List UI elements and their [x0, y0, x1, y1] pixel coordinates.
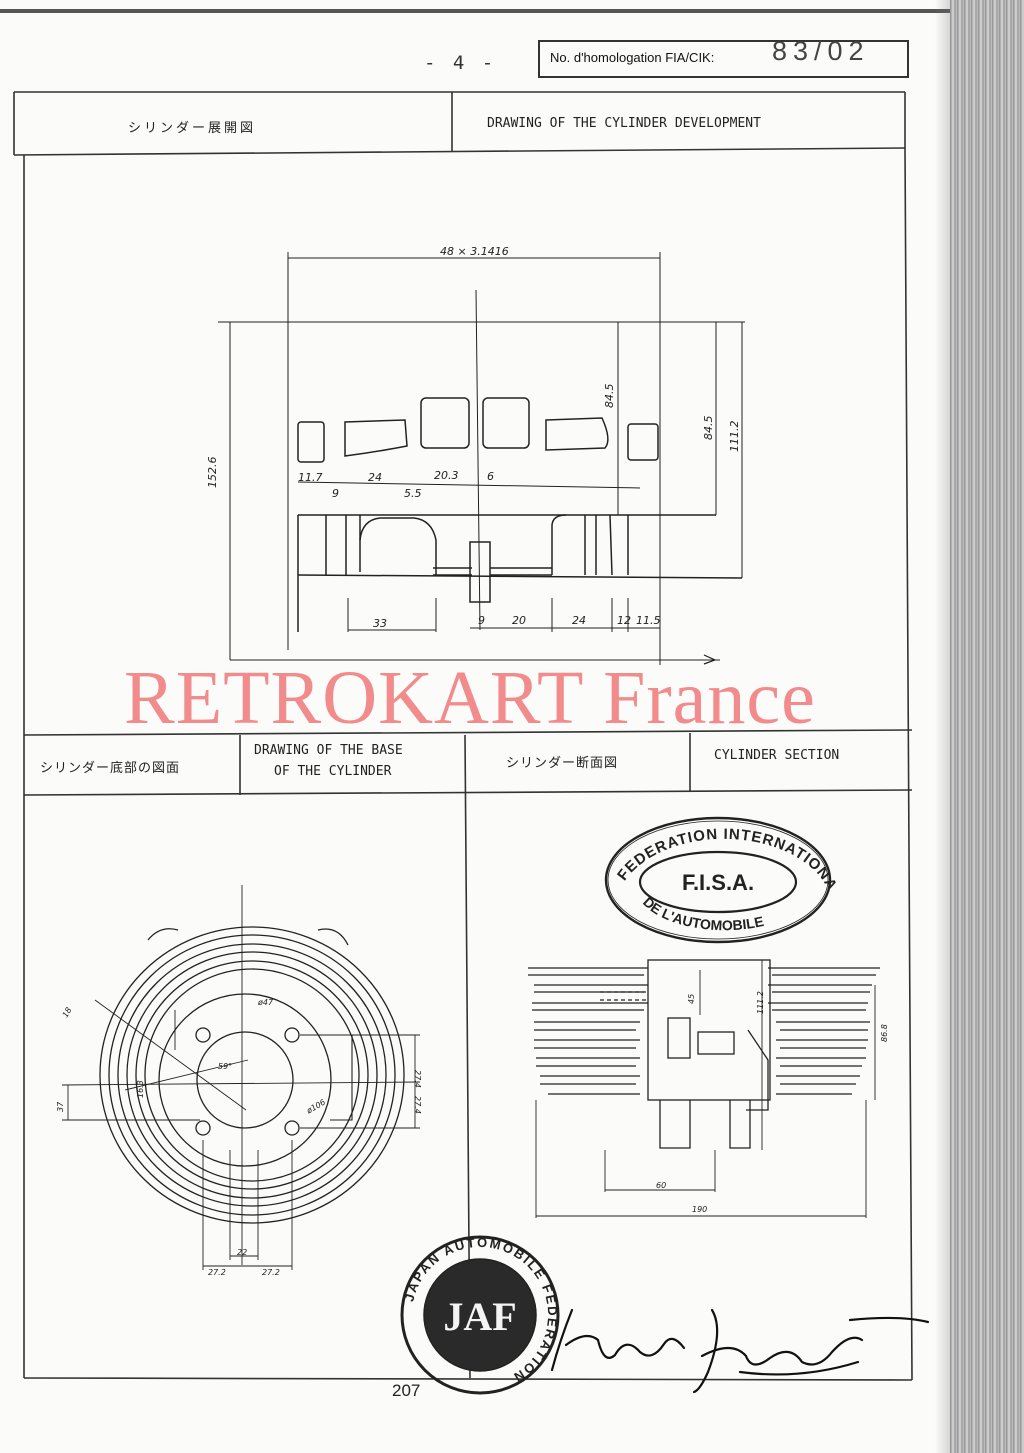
homologation-number: 83/02 — [772, 36, 870, 66]
watermark: RETROKART France — [124, 656, 816, 740]
dim-circumference: 48 × 3.1416 — [440, 245, 509, 258]
dim-22: 22 — [237, 1248, 248, 1257]
book-spine — [950, 0, 1024, 1453]
jaf-stamp — [400, 1235, 560, 1395]
section-view-title-en: CYLINDER SECTION — [714, 748, 840, 763]
page-top-edge — [0, 9, 950, 13]
dim-24: 24 — [368, 471, 382, 484]
dim-24-bottom: 24 — [572, 614, 586, 627]
cylinder-base-drawing — [61, 885, 421, 1270]
base-title-en-line1: DRAWING OF THE BASE — [254, 743, 403, 758]
dim-9-top: 9 — [332, 487, 339, 500]
dim-27-4b: 27.4 — [413, 1096, 422, 1114]
dim-190: 190 — [692, 1205, 708, 1214]
dim-9-bottom: 9 — [478, 614, 485, 627]
homologation-box — [538, 40, 909, 78]
dim-27-2a: 27.2 — [208, 1268, 226, 1277]
dim-12: 12 — [617, 614, 631, 627]
page-frame — [13, 91, 913, 1381]
section-title-jp: シリンダー展開図 — [128, 121, 257, 136]
binding-shadow — [935, 0, 953, 1453]
dim-port-height-c: 111.2 — [728, 420, 741, 453]
dim-5-5: 5.5 — [404, 487, 422, 500]
dim-11-7: 11.7 — [298, 471, 323, 484]
dim-59: 59° — [218, 1062, 233, 1071]
dim-20: 20 — [512, 614, 526, 627]
dim-111-2: 111.2 — [756, 991, 765, 1014]
cylinder-development-drawing — [218, 252, 745, 665]
dim-60: 60 — [656, 1181, 667, 1190]
dim-port-height-b: 84.5 — [702, 415, 715, 441]
base-title-jp: シリンダー底部の図面 — [40, 761, 181, 776]
homologation-label: No. d'homologation FIA/CIK: — [550, 50, 715, 65]
dim-20-3: 20.3 — [434, 469, 459, 482]
dim-45: 45 — [687, 993, 696, 1004]
page-number: - 4 - — [424, 52, 497, 74]
dim-port-height-a: 84.5 — [603, 383, 616, 409]
cylinder-section-drawing — [528, 959, 880, 1218]
dim-16-3: 16.3 — [136, 1080, 145, 1098]
dim-11-5: 11.5 — [636, 614, 661, 627]
dim-86-8: 86.8 — [880, 1024, 889, 1042]
dim-37: 37 — [56, 1101, 65, 1112]
sheet-number: 207 — [392, 1381, 421, 1400]
dim-6: 6 — [487, 470, 494, 483]
dim-total-height: 152.6 — [206, 456, 219, 489]
base-title-en-line2: OF THE CYLINDER — [274, 764, 392, 779]
dim-47: ø47 — [258, 998, 274, 1007]
section-title-en: DRAWING OF THE CYLINDER DEVELOPMENT — [487, 116, 761, 131]
fisa-stamp — [604, 816, 832, 944]
section-view-title-jp: シリンダー断面図 — [506, 756, 619, 771]
signature — [550, 1308, 930, 1394]
dim-27-2b: 27.2 — [262, 1268, 280, 1277]
dim-33: 33 — [373, 617, 387, 630]
dim-27-4a: 27.4 — [413, 1070, 422, 1088]
